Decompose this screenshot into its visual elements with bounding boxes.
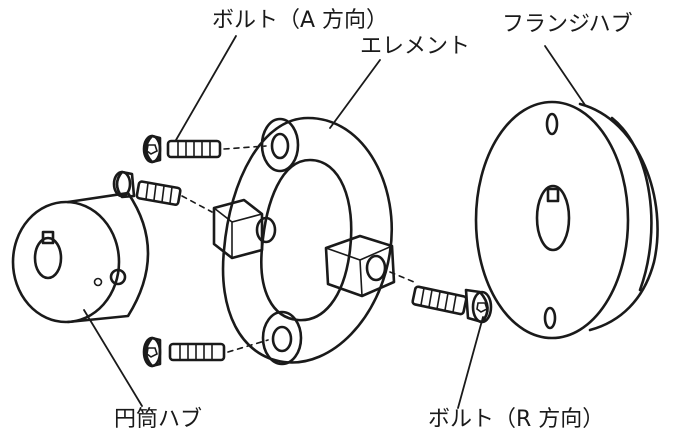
flange-hub-bore bbox=[535, 184, 571, 252]
element-bolt-hole-top bbox=[270, 132, 290, 160]
element-bolt-hole-right bbox=[365, 254, 387, 282]
label-element: エレメント bbox=[360, 34, 471, 59]
element-bolt-hole-bottom bbox=[271, 325, 293, 353]
cylinder-hub bbox=[11, 191, 150, 324]
flange-hub bbox=[474, 100, 659, 340]
bolt-a-upper bbox=[142, 134, 222, 164]
cylinder-hub-bore bbox=[33, 236, 63, 280]
flange-bolt-hole-top bbox=[545, 112, 559, 136]
bolt-r-right bbox=[411, 285, 493, 324]
label-cylinder-hub: 円筒ハブ bbox=[114, 407, 203, 432]
bolt-r-left bbox=[112, 170, 182, 206]
assembly-guide-lines bbox=[181, 145, 415, 353]
label-flange-hub: フランジハブ bbox=[502, 12, 633, 37]
bolt-a-lower bbox=[142, 336, 226, 368]
leader-lines bbox=[83, 35, 586, 409]
label-bolt-a: ボルト（A 方向） bbox=[212, 8, 389, 33]
label-bolt-r: ボルト（R 方向） bbox=[428, 407, 605, 432]
element-bolt-hole-left bbox=[255, 216, 277, 244]
flange-bolt-hole-bottom bbox=[543, 306, 557, 330]
element bbox=[212, 116, 396, 366]
set-screw-hole bbox=[109, 268, 127, 286]
